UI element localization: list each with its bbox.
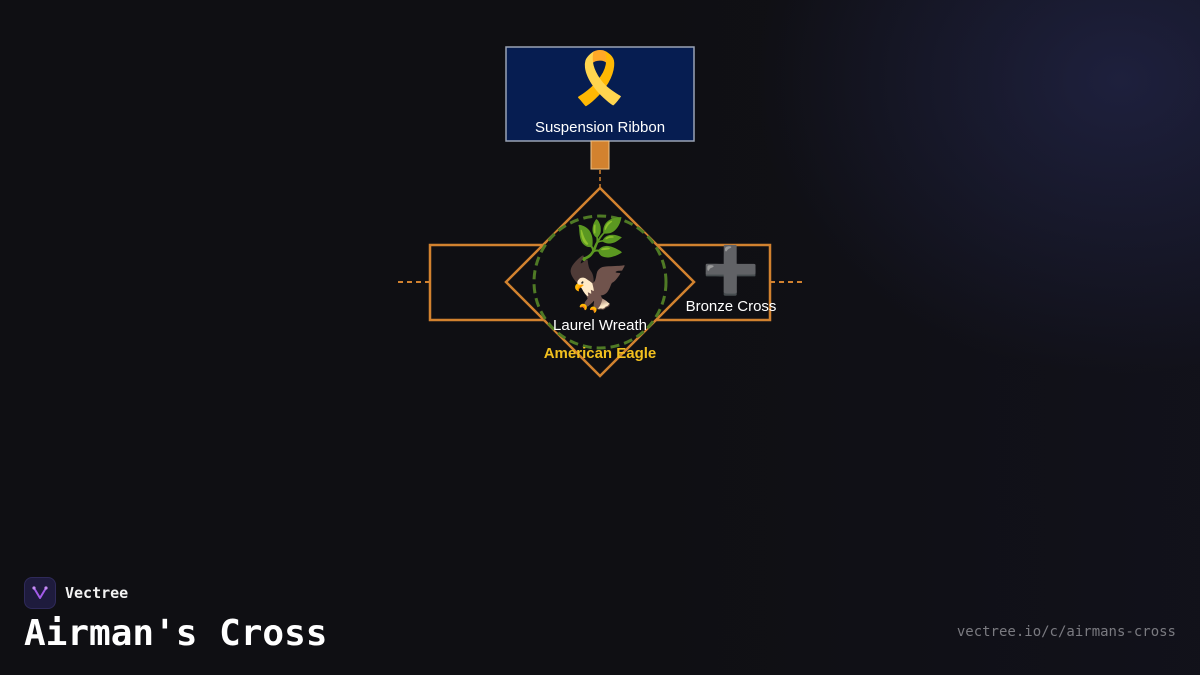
ribbon-connector-tab [590,140,610,170]
cross-icon: ➕ [702,243,759,297]
suspension-ribbon-box [505,46,695,142]
vectree-logo-icon [24,577,56,609]
page-title: Airman's Cross [24,613,328,654]
american-eagle-label: American Eagle [544,345,657,362]
page-url[interactable]: vectree.io/c/airmans-cross [956,624,1176,640]
ribbon-icon: 🎗️ [569,49,631,108]
bronze-cross-label: Bronze Cross [686,298,777,315]
logo-mark [32,586,48,599]
laurel-wreath-label: Laurel Wreath [553,317,647,334]
brand-name: Vectree [65,584,129,602]
node-laurel-wreath[interactable]: 🌿 [575,216,625,263]
node-bronze-cross[interactable]: ➕ Bronze Cross [686,243,777,315]
suspension-ribbon-label: Suspension Ribbon [535,119,665,136]
eagle-icon: 🦅 [566,253,631,315]
node-suspension-ribbon[interactable]: 🎗️ Suspension Ribbon [505,46,695,142]
laurel-icon: 🌿 [575,216,625,263]
brand-lockup: Vectree [24,577,128,609]
laurel-wreath-ring [532,214,668,350]
node-american-eagle[interactable]: 🦅 [566,253,631,315]
medal-diagram: 🎗️ Suspension Ribbon 🌿 🦅 Laurel Wreath A… [398,46,802,378]
